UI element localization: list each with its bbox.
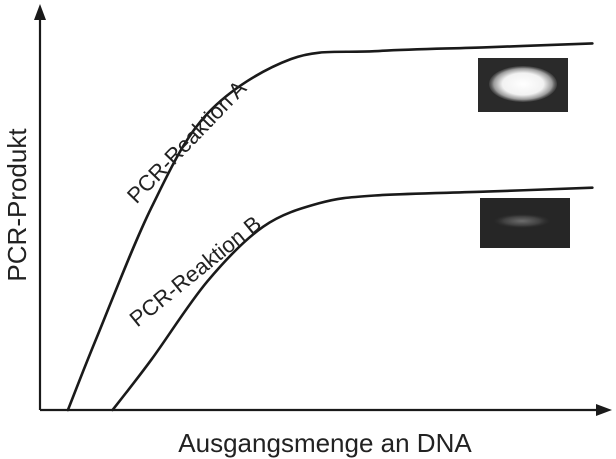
series-label-a: PCR-Reaktion A	[122, 75, 251, 208]
series-line-b	[111, 186, 594, 412]
series-label-b: PCR-Reaktion B	[125, 211, 266, 332]
gel-image-a	[478, 58, 568, 112]
gel-image-b	[480, 198, 570, 248]
x-axis-arrowhead	[596, 404, 612, 416]
y-axis-arrowhead	[34, 4, 46, 20]
y-axis-title: PCR-Produkt	[2, 128, 32, 282]
series-line-a	[66, 42, 594, 412]
gel-band-b	[494, 214, 550, 228]
gel-band-a	[489, 66, 557, 102]
x-axis-title: Ausgangsmenge an DNA	[178, 428, 472, 458]
